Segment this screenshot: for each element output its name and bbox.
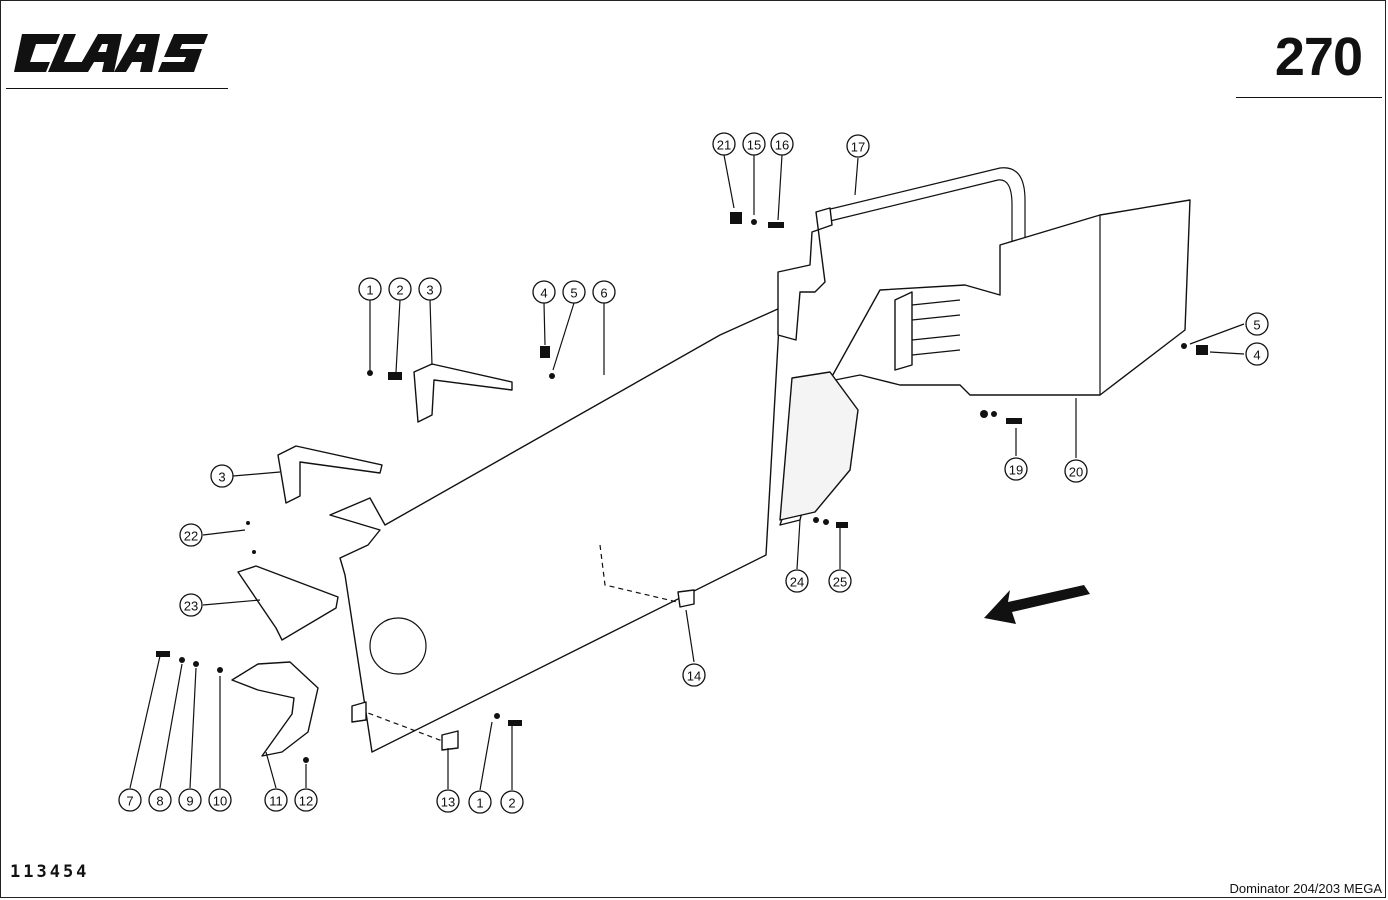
callout-6: 6 (592, 280, 616, 304)
callout-label: 14 (687, 669, 701, 684)
callout-14: 14 (682, 663, 706, 687)
callout-label: 6 (600, 286, 607, 301)
callout-label: 20 (1069, 465, 1083, 480)
callout-1-lower: 1 (468, 790, 492, 814)
liner (779, 371, 859, 521)
callout-label: 9 (186, 794, 193, 809)
callout-label: 7 (126, 794, 133, 809)
plate (237, 565, 339, 641)
callout-21: 21 (712, 132, 736, 156)
callout-label: 2 (508, 796, 515, 811)
callout-label: 3 (426, 283, 433, 298)
callout-label: 21 (717, 138, 731, 153)
callout-label: 1 (366, 283, 373, 298)
callout-2: 2 (388, 277, 412, 301)
bracket-lower (277, 445, 383, 504)
callout-22: 22 (179, 523, 203, 547)
callout-label: 3 (218, 470, 225, 485)
brand-underline (6, 88, 228, 89)
callout-16: 16 (770, 132, 794, 156)
callout-4: 4 (532, 280, 556, 304)
page-number: 270 (1274, 27, 1363, 87)
callout-3-lower: 3 (210, 464, 234, 488)
shroud (779, 199, 1191, 526)
upper-frame-bracket (777, 207, 833, 341)
callout-11: 11 (264, 788, 288, 812)
bracket-upper (413, 363, 513, 423)
callout-23: 23 (179, 593, 203, 617)
callout-5: 5 (562, 280, 586, 304)
brand-logo (14, 34, 208, 72)
callout-label: 22 (184, 529, 198, 544)
callout-5-right: 5 (1245, 312, 1269, 336)
callout-2-lower: 2 (500, 790, 524, 814)
callout-label: 16 (775, 138, 789, 153)
callout-label: 17 (851, 140, 865, 155)
callout-19: 19 (1004, 457, 1028, 481)
callout-label: 8 (156, 794, 163, 809)
callout-label: 25 (833, 575, 847, 590)
callout-17: 17 (846, 134, 870, 158)
page-number-underline (1236, 97, 1382, 98)
callout-label: 1 (476, 796, 483, 811)
model-name: Dominator 204/203 MEGA (1229, 881, 1382, 896)
callout-label: 24 (790, 575, 804, 590)
callout-label: 12 (299, 794, 313, 809)
callout-8: 8 (148, 788, 172, 812)
callout-10: 10 (208, 788, 232, 812)
side-panel (329, 307, 781, 753)
callout-9: 9 (178, 788, 202, 812)
callout-3: 3 (418, 277, 442, 301)
callout-12: 12 (294, 788, 318, 812)
direction-arrow (984, 585, 1090, 624)
callout-13: 13 (436, 789, 460, 813)
callout-label: 4 (540, 286, 547, 301)
callout-label: 13 (441, 795, 455, 810)
callout-label: 10 (213, 794, 227, 809)
callout-label: 4 (1253, 348, 1260, 363)
callout-label: 2 (396, 283, 403, 298)
callout-15: 15 (742, 132, 766, 156)
callout-label: 5 (570, 286, 577, 301)
callout-label: 23 (184, 599, 198, 614)
callout-4-right: 4 (1245, 342, 1269, 366)
callout-20: 20 (1064, 459, 1088, 483)
document-id: 113454 (10, 862, 90, 882)
callout-1: 1 (358, 277, 382, 301)
callout-25: 25 (828, 569, 852, 593)
callout-label: 15 (747, 138, 761, 153)
callout-7: 7 (118, 788, 142, 812)
callout-label: 19 (1009, 463, 1023, 478)
callout-label: 5 (1253, 318, 1260, 333)
guide (231, 661, 319, 757)
callout-24: 24 (785, 569, 809, 593)
callout-label: 11 (269, 794, 283, 809)
